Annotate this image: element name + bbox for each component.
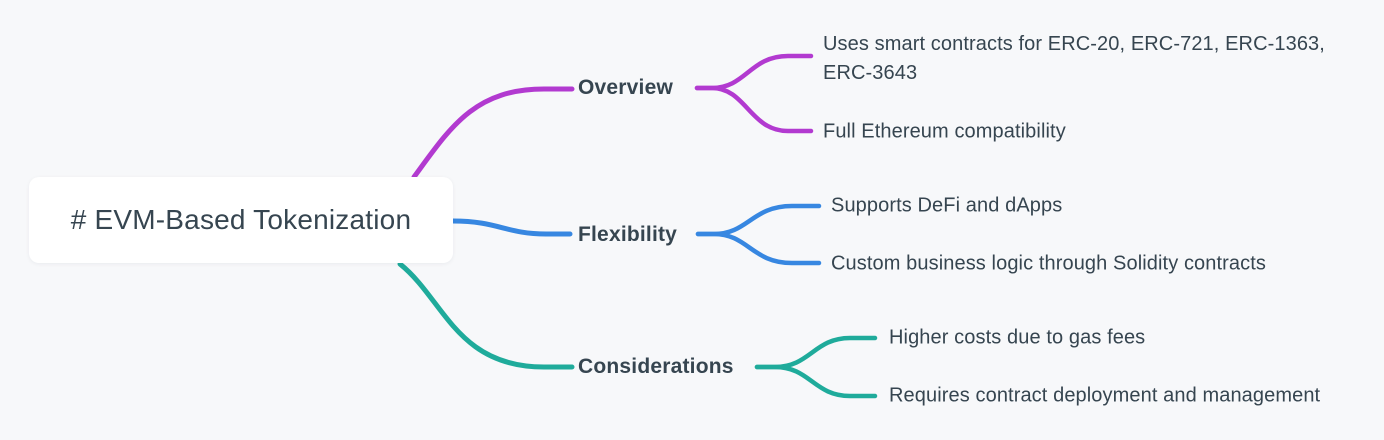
connector-root-to-overview [411,86,575,180]
branch-node-considerations[interactable]: Considerations [578,355,734,378]
root-node[interactable]: # EVM-Based Tokenization [29,177,453,263]
connector-flexibility-to-child-1 [695,203,822,237]
connector-considerations-to-child-2 [754,364,878,399]
leaf-node-considerations-deployment[interactable]: Requires contract deployment and managem… [889,384,1321,407]
connector-root-to-flexibility [450,218,573,237]
connector-considerations-to-child-1 [754,335,878,370]
branch-node-flexibility[interactable]: Flexibility [578,223,678,246]
leaf-node-flexibility-custom-logic[interactable]: Custom business logic through Solidity c… [831,252,1267,275]
leaf-node-flexibility-defi-dapps[interactable]: Supports DeFi and dApps [831,194,1063,217]
branch-node-overview[interactable]: Overview [578,76,673,99]
leaf-node-overview-smart-contracts[interactable]: Uses smart contracts for ERC-20, ERC-721… [823,33,1325,84]
leaf-node-overview-ethereum-compatibility[interactable]: Full Ethereum compatibility [823,120,1066,143]
connector-overview-to-child-1 [694,53,814,91]
connector-overview-to-child-2 [694,85,814,134]
leaf-node-considerations-gas-fees[interactable]: Higher costs due to gas fees [889,326,1146,349]
connector-flexibility-to-child-2 [695,231,822,266]
connector-root-to-considerations [397,261,575,370]
